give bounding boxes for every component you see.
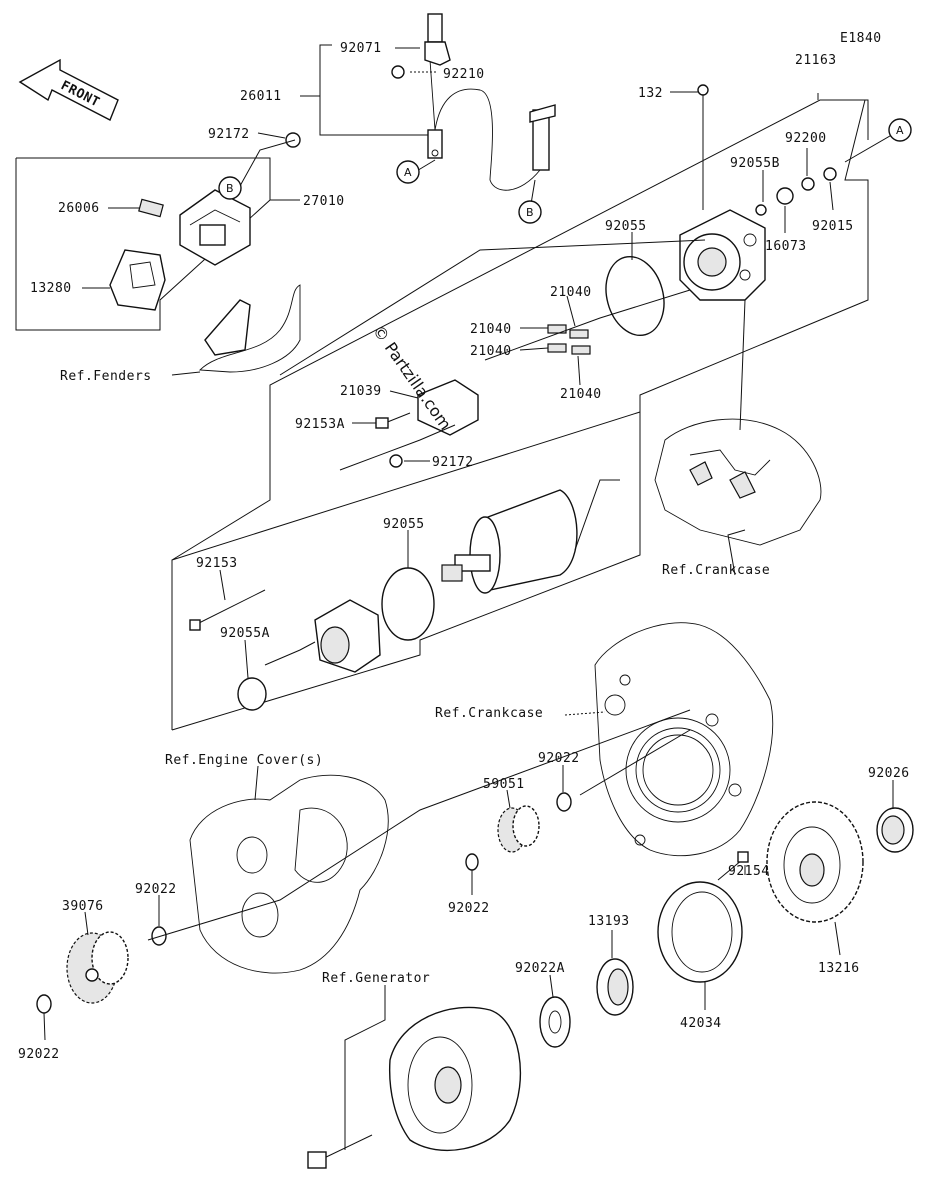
part-label: 92153 (196, 556, 238, 571)
part-label: 13216 (818, 961, 860, 976)
bolt-92153a (375, 412, 411, 429)
part-label: 92022 (448, 901, 490, 916)
starter-motor (441, 489, 578, 594)
relay-27010 (179, 189, 251, 266)
crankcase-lower (594, 622, 774, 857)
bearing-92026 (876, 807, 914, 853)
clutch-13193 (596, 958, 634, 1016)
part-label: 21040 (470, 344, 512, 359)
svg-text:B: B (526, 206, 534, 219)
group-frame-main (171, 99, 869, 730)
svg-text:A: A (404, 166, 412, 179)
rotor-bolt (307, 1134, 373, 1169)
one-way-clutch-42034 (657, 881, 743, 983)
washer-92022-cover (151, 926, 167, 946)
part-label: 21040 (550, 285, 592, 300)
ref-generator: Ref.Generator (322, 971, 430, 986)
washer-92022a (539, 996, 571, 1048)
leader-lines (43, 44, 896, 1150)
ref-crankcase-upper: Ref.Crankcase (662, 563, 770, 578)
part-label: 92055 (605, 219, 647, 234)
fuse-26006 (138, 198, 164, 218)
part-label: 92022 (538, 751, 580, 766)
svg-text:A: A (896, 124, 904, 137)
part-label: 13193 (588, 914, 630, 929)
part-label: 132 (638, 86, 663, 101)
o-ring-92055-mid (381, 567, 435, 641)
crankcase-upper (654, 418, 822, 546)
washer-92022-mid (465, 853, 479, 871)
gear-59051 (497, 805, 540, 853)
starter-gear-13216 (766, 801, 864, 923)
group-frame-lower (171, 412, 641, 731)
part-label: 92055A (220, 626, 270, 641)
part-label: 92210 (443, 67, 485, 82)
part-label: 92153A (295, 417, 345, 432)
diagram-code: E1840 (840, 31, 882, 46)
callout-a-1: A (396, 160, 420, 184)
part-label: 42034 (680, 1016, 722, 1031)
engine-cover (189, 774, 389, 974)
part-label: 13280 (30, 281, 72, 296)
nut-92015 (823, 167, 837, 181)
callout-b-2: B (518, 200, 542, 224)
o-ring-92055-top (605, 255, 665, 337)
part-label: 21039 (340, 384, 382, 399)
part-label: 59051 (483, 777, 525, 792)
part-label: 21040 (560, 387, 602, 402)
generator-rotor (388, 1006, 522, 1152)
part-label: 92022 (135, 882, 177, 897)
long-bolt-92153 (189, 589, 266, 631)
part-label: 92055B (730, 156, 780, 171)
ref-engine-cover: Ref.Engine Cover(s) (165, 753, 323, 768)
washer-92022-left (36, 994, 52, 1014)
bolt-92154 (717, 851, 749, 881)
part-label: 92172 (432, 455, 474, 470)
ref-fenders: Ref.Fenders (60, 369, 152, 384)
part-label: 92015 (812, 219, 854, 234)
nut-16073 (776, 187, 794, 205)
part-label: 27010 (303, 194, 345, 209)
bolt-92172-top (285, 132, 301, 148)
part-label: 92154 (728, 864, 770, 879)
fender-outline (198, 284, 301, 373)
cable-26011 (391, 13, 556, 191)
part-label: 16073 (765, 239, 807, 254)
brush-holder-21039 (417, 379, 479, 436)
washer-92022-case (556, 792, 572, 812)
washer-92055b (755, 204, 767, 216)
part-label: 92071 (340, 41, 382, 56)
part-label: 92022A (515, 961, 565, 976)
o-ring-92055a (237, 677, 267, 711)
part-label: 92172 (208, 127, 250, 142)
callout-a-2: A (888, 118, 912, 142)
washer-92200 (801, 177, 815, 191)
part-label: 92026 (868, 766, 910, 781)
part-label: 92200 (785, 131, 827, 146)
part-label: 39076 (62, 899, 104, 914)
group-frame-relay (15, 157, 271, 331)
svg-text:B: B (226, 182, 234, 195)
watermark: © Partzilla.com (369, 321, 455, 433)
part-label: 26011 (240, 89, 282, 104)
callout-b-1: B (218, 176, 242, 200)
end-cover-assembly (679, 209, 766, 301)
part-labels: 92071 92210 26011 92172 26006 27010 1328… (18, 41, 910, 1062)
part-label: 26006 (58, 201, 100, 216)
screw-92172-mid (389, 454, 403, 468)
part-label: 21040 (470, 322, 512, 337)
front-cover (314, 599, 381, 673)
bracket-fenders (204, 299, 251, 356)
part-label: 92022 (18, 1047, 60, 1062)
idle-gear-39076 (66, 931, 129, 1004)
part-label: 92055 (383, 517, 425, 532)
front-arrow-icon: FRONT (18, 58, 119, 121)
ref-crankcase-lower: Ref.Crankcase (435, 706, 543, 721)
group-frame-bracket-21163 (820, 99, 869, 140)
part-label: 21163 (795, 53, 837, 68)
relay-cover-13280 (109, 249, 166, 311)
